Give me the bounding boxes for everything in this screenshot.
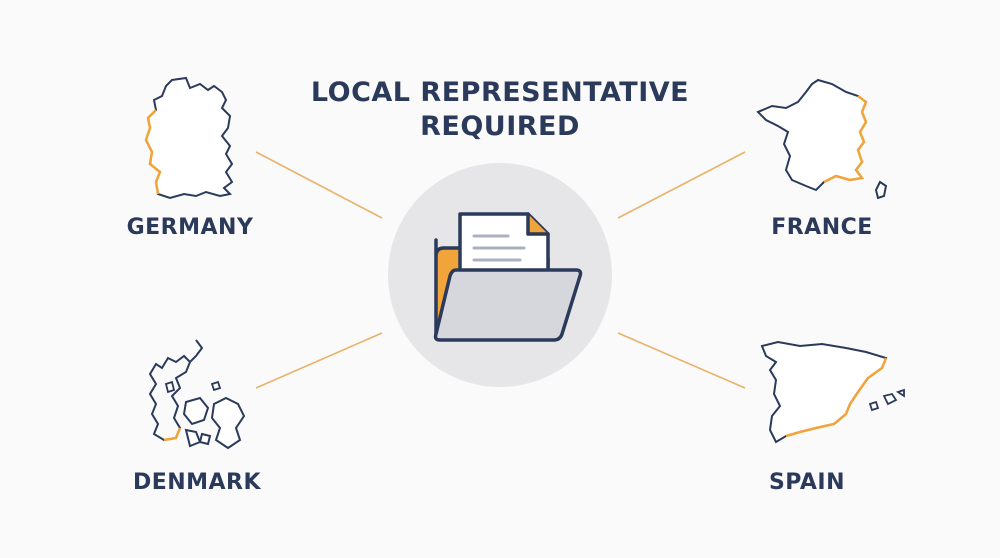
title-line-1: LOCAL REPRESENTATIVE — [310, 77, 690, 108]
label-france: FRANCE — [771, 215, 873, 240]
connector-spain — [617, 332, 746, 389]
connector-denmark — [255, 332, 383, 389]
label-spain: SPAIN — [768, 470, 846, 495]
spain-map-icon — [760, 340, 905, 444]
germany-map-icon — [144, 76, 234, 200]
denmark-map-icon — [148, 339, 246, 450]
diagram-title: LOCAL REPRESENTATIVE REQUIRED — [300, 76, 700, 144]
label-denmark: DENMARK — [132, 470, 262, 495]
label-germany: GERMANY — [126, 215, 254, 240]
open-folder-with-document-icon — [433, 212, 583, 342]
connector-germany — [255, 151, 383, 219]
title-line-2: REQUIRED — [420, 111, 580, 142]
connector-france — [617, 151, 746, 219]
france-map-icon — [756, 78, 888, 200]
